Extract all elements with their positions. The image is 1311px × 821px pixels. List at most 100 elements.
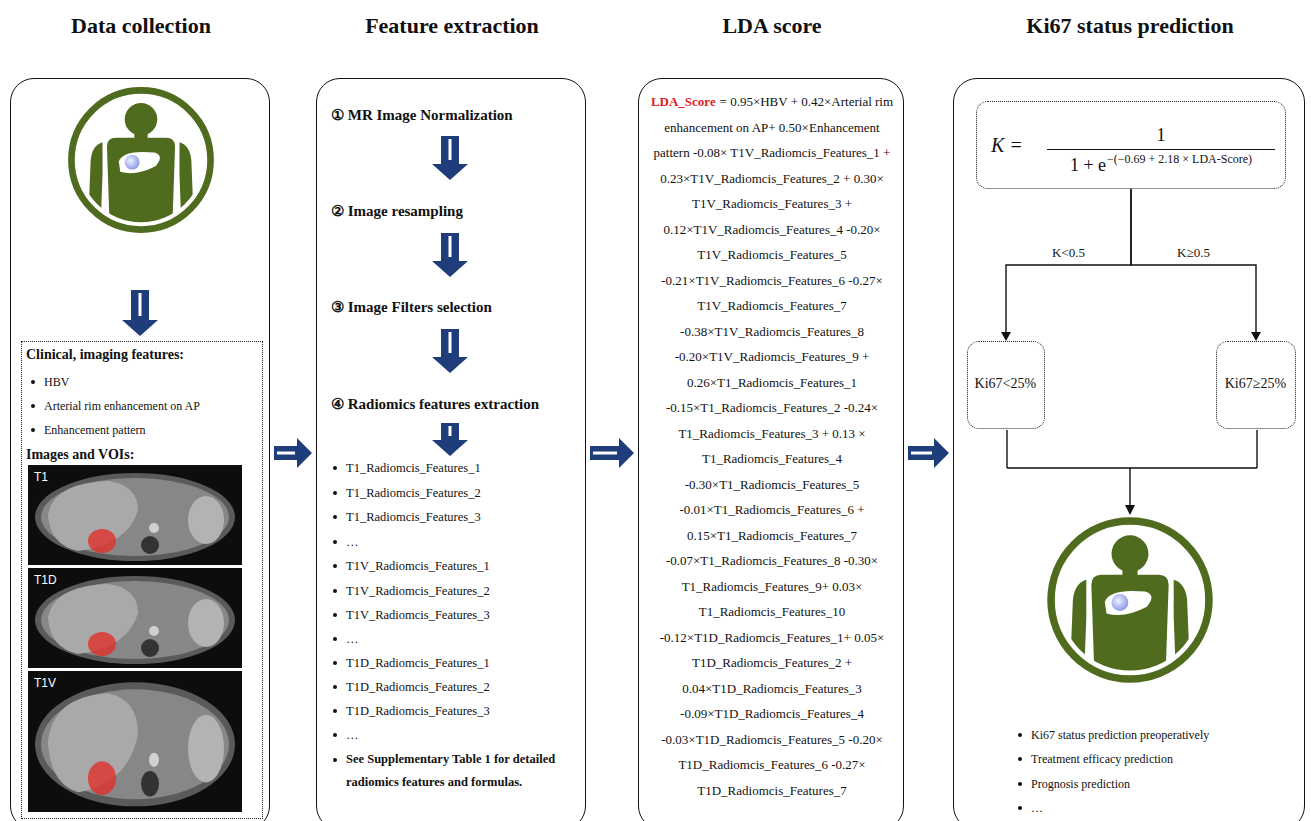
block-arrow bbox=[908, 438, 949, 468]
step-label: ① MR Image Normalization bbox=[331, 106, 513, 124]
bullet-dot bbox=[31, 380, 35, 384]
image-label: T1 bbox=[34, 470, 48, 484]
denominator: 1 + e−(−0.69 + 2.18 × LDA-Score) bbox=[1047, 154, 1275, 176]
application-item: Treatment efficacy prediction bbox=[1031, 751, 1173, 767]
bullet-dot bbox=[333, 733, 337, 737]
arrow-core bbox=[140, 139, 450, 436]
feature-name: T1V_Radiomcis_Features_2 bbox=[346, 582, 490, 600]
bullet-dot bbox=[333, 589, 337, 593]
arrowhead bbox=[1251, 332, 1261, 341]
feature-name: T1D_Radiomcis_Features_1 bbox=[346, 654, 490, 672]
feature-name: T1_Radiomcis_Features_3 bbox=[346, 508, 481, 526]
image-label: T1V bbox=[34, 676, 56, 690]
stage-panel: Feature extraction① MR Image Normalizati… bbox=[316, 78, 586, 821]
image-label: T1D bbox=[34, 573, 57, 587]
block-arrow bbox=[274, 438, 312, 468]
feature-name: T1_Radiomcis_Features_2 bbox=[346, 484, 481, 502]
feature-name: … bbox=[346, 726, 359, 744]
feature-name: T1V_Radiomcis_Features_1 bbox=[346, 557, 490, 575]
connector bbox=[274, 438, 312, 468]
body-icon bbox=[71, 90, 210, 234]
connector bbox=[1001, 189, 1131, 341]
formula-lhs: K = bbox=[991, 134, 1023, 156]
bullet-dot bbox=[333, 637, 337, 641]
application-item: … bbox=[1031, 800, 1043, 816]
feature-item: Arterial rim enhancement on AP bbox=[44, 398, 200, 414]
arrow-core bbox=[449, 332, 452, 353]
bullet-dot bbox=[333, 540, 337, 544]
input-box: Clinical, imaging features: HBV Arterial r… bbox=[21, 341, 263, 819]
arrow-core bbox=[449, 139, 452, 160]
bullet-dot bbox=[333, 466, 337, 470]
step-label: ④ Radiomics features extraction bbox=[331, 395, 539, 413]
stage-heading: Ki67 status prediction bbox=[954, 13, 1306, 39]
application-item: Prognosis prediction bbox=[1031, 776, 1130, 792]
feature-name: T1D_Radiomcis_Features_3 bbox=[346, 702, 490, 720]
class-box: Ki67≥25% bbox=[1216, 341, 1296, 429]
bullet-dot bbox=[333, 709, 337, 713]
step-label: ③ Image Filters selection bbox=[331, 298, 492, 316]
connector bbox=[1131, 189, 1261, 341]
stage-heading: Feature extraction bbox=[317, 13, 587, 39]
class-label: Ki67<25% bbox=[975, 375, 1037, 393]
mri-slice bbox=[28, 568, 242, 668]
mri-slice bbox=[28, 671, 242, 812]
feature-name: … bbox=[346, 630, 359, 648]
bullet-dot bbox=[333, 661, 337, 665]
formula-denominator: 1 + e bbox=[1070, 155, 1106, 175]
arrow-core bbox=[593, 452, 617, 455]
bullet-dot bbox=[333, 515, 337, 519]
merge-connector bbox=[1007, 430, 1257, 506]
elbow-line bbox=[1006, 189, 1131, 332]
down-arrow bbox=[122, 290, 158, 336]
numerator: 1 bbox=[1047, 124, 1275, 146]
class-box: Ki67<25% bbox=[967, 341, 1045, 429]
stage-heading: LDA score bbox=[639, 13, 905, 39]
elbow-line bbox=[1131, 189, 1256, 332]
feature-item: HBV bbox=[44, 374, 69, 390]
application-item: Ki67 status prediction preoperatively bbox=[1031, 727, 1209, 743]
block-arrow bbox=[590, 438, 634, 468]
stage-panel: Data collectionClinical, imaging feature… bbox=[10, 78, 270, 821]
feature-name: T1V_Radiomcis_Features_3 bbox=[346, 606, 490, 624]
stage-panel: Ki67 status predictionKi67 status predic… bbox=[953, 78, 1305, 821]
formula-exponent: −(−0.69 + 2.18 × LDA-Score) bbox=[1107, 152, 1252, 166]
step-label: ② Image resampling bbox=[331, 202, 463, 220]
feature-name: T1D_Radiomcis_Features_2 bbox=[346, 678, 490, 696]
bullet-dot bbox=[1018, 806, 1022, 810]
connector bbox=[908, 438, 949, 468]
stage-panel: LDA_Score= 0.95×HBV + 0.42×Arterial rim … bbox=[638, 78, 904, 821]
bullet-dot bbox=[31, 428, 35, 432]
arrow-core bbox=[449, 426, 452, 436]
section-heading: Clinical, imaging features: bbox=[26, 346, 184, 364]
down-arrow bbox=[432, 423, 468, 456]
score-name: LDA_Score bbox=[651, 94, 716, 109]
class-label: Ki67≥25% bbox=[1225, 375, 1286, 393]
arrowhead bbox=[1001, 332, 1011, 341]
bullet-dot bbox=[333, 613, 337, 617]
bullet-dot bbox=[333, 685, 337, 689]
mri-slice bbox=[28, 465, 242, 565]
arrow-core bbox=[139, 293, 142, 316]
connector bbox=[590, 438, 634, 468]
note: See Supplementary Table 1 for detailed r… bbox=[346, 748, 561, 794]
arrow-core bbox=[911, 452, 932, 455]
body-icon bbox=[1051, 521, 1209, 684]
bullet-dot bbox=[1018, 733, 1022, 737]
merge-connector bbox=[1125, 505, 1135, 515]
formula-numerator: 1 bbox=[1157, 125, 1166, 145]
feature-item: Enhancement pattern bbox=[44, 422, 146, 438]
feature-name: … bbox=[346, 533, 359, 551]
section-heading: Images and VOIs: bbox=[26, 446, 134, 464]
bullet-dot bbox=[1018, 757, 1022, 761]
feature-name: T1_Radiomcis_Features_1 bbox=[346, 459, 481, 477]
formula-box: 1 1 + e−(−0.69 + 2.18 × LDA-Score) K = bbox=[976, 101, 1286, 189]
bullet-dot bbox=[333, 491, 337, 495]
formula-text: LDA_Score= 0.95×HBV + 0.42×Arterial rim … bbox=[645, 89, 899, 803]
merge-connector bbox=[1007, 430, 1257, 515]
edge-label: K≥0.5 bbox=[1175, 245, 1212, 261]
bullet-dot bbox=[333, 564, 337, 568]
stage-heading: Data collection bbox=[11, 13, 271, 39]
arrow-core bbox=[277, 452, 295, 455]
